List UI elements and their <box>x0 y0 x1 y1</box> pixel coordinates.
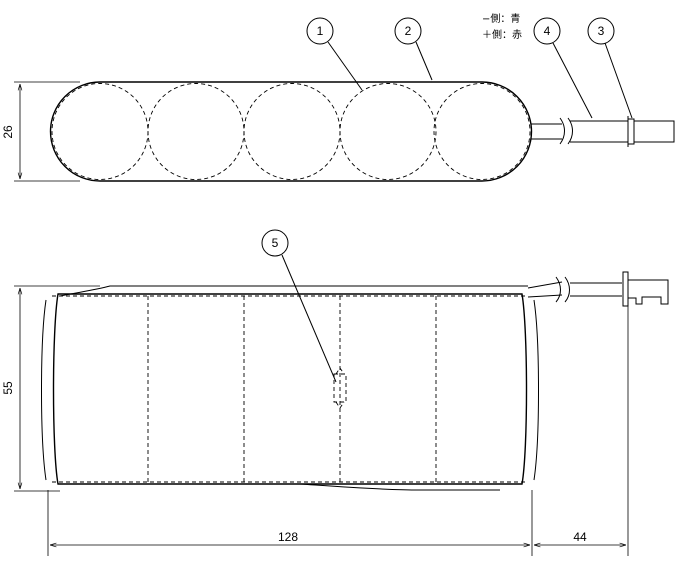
cell-circle <box>147 83 245 180</box>
svg-text:5: 5 <box>272 236 279 250</box>
svg-text:4: 4 <box>544 24 551 38</box>
cell-circle <box>243 83 341 180</box>
front-height-label: 55 <box>1 381 15 395</box>
front-connector <box>622 271 669 307</box>
front-pack-outline <box>52 293 528 485</box>
front-height-dimension: 55 <box>1 285 100 492</box>
callout-2: 2 <box>394 17 433 81</box>
callout-4: 4 <box>533 17 593 119</box>
polarity-positive: ＋側：赤 <box>482 28 522 41</box>
front-lead-wire <box>527 276 622 303</box>
top-height-dimension: 26 <box>1 81 80 182</box>
cell-circle <box>339 83 437 180</box>
callout-5: 5 <box>261 229 337 383</box>
top-lead-wire <box>531 117 628 145</box>
callout-1: 1 <box>306 17 363 91</box>
front-view: 55 5 <box>1 229 669 556</box>
top-height-label: 26 <box>1 125 15 139</box>
cell-circle <box>433 83 531 180</box>
polarity-negative: −側：青 <box>482 12 520 25</box>
front-cell-dividers <box>147 296 437 482</box>
fuse-component <box>333 367 347 409</box>
svg-text:1: 1 <box>317 24 324 38</box>
top-view: 26 1 <box>1 12 675 182</box>
lead-length-label: 44 <box>573 530 587 544</box>
top-connector <box>627 116 675 147</box>
length-dimensions: 128 44 <box>47 306 629 556</box>
top-cells <box>51 83 531 180</box>
svg-text:3: 3 <box>598 24 605 38</box>
svg-text:2: 2 <box>405 24 412 38</box>
cell-circle <box>51 83 149 180</box>
callout-3: 3 <box>587 17 633 119</box>
top-pack-outline <box>49 81 533 182</box>
body-length-label: 128 <box>278 530 298 544</box>
